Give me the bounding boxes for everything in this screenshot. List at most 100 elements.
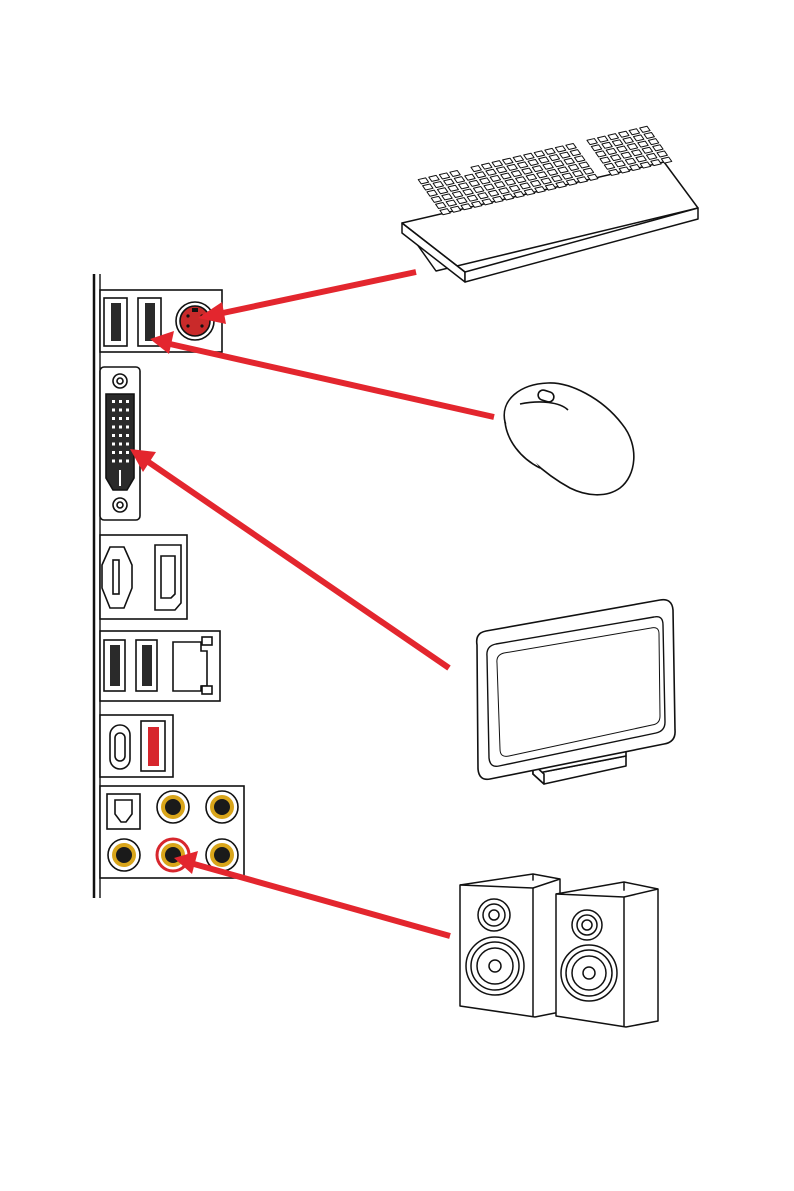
displayport-port	[155, 545, 181, 610]
keyboard-key	[648, 139, 658, 145]
io-panel	[94, 274, 244, 898]
keyboard-key	[552, 176, 562, 182]
keyboard-key	[615, 161, 625, 167]
keyboard-key	[482, 163, 492, 169]
keyboard-key	[579, 162, 589, 168]
keyboard-key	[534, 151, 544, 157]
keyboard-key	[442, 194, 452, 200]
keyboard-key	[444, 179, 454, 185]
keyboard-key	[623, 137, 633, 143]
keyboard-key	[640, 126, 650, 132]
keyboard-key	[436, 203, 446, 209]
dvi-pin	[119, 409, 122, 412]
keyboard-key	[423, 184, 433, 190]
keyboard-key	[439, 173, 449, 179]
dvi-pin	[126, 443, 129, 446]
keyboard-key	[526, 174, 536, 180]
keyboard-key	[553, 161, 563, 167]
usb-lan-group	[100, 631, 220, 701]
keyboard-key	[562, 173, 572, 179]
usb-a-red-port	[141, 721, 165, 771]
dvi-pin	[126, 434, 129, 437]
keyboard-key	[627, 144, 637, 150]
dvi-pin	[119, 460, 122, 463]
dvi-pin	[112, 460, 115, 463]
dvi-pin	[126, 400, 129, 403]
keyboard-key	[629, 129, 639, 135]
keyboard-key	[575, 156, 585, 162]
video-group	[100, 535, 187, 619]
keyboard-key	[467, 195, 477, 201]
keyboard-key	[492, 161, 502, 167]
keyboard-key	[591, 145, 601, 151]
ps2-port	[176, 302, 214, 340]
keyboard-key	[636, 156, 646, 162]
keyboard-key	[532, 166, 542, 172]
keyboard-key	[638, 141, 648, 147]
keyboard-key	[488, 190, 498, 196]
dvi-pin	[112, 451, 115, 454]
keyboard-key	[457, 198, 467, 204]
keyboard-key	[478, 193, 488, 199]
keyboard-key	[600, 157, 610, 163]
keyboard-key	[431, 196, 441, 202]
keyboard-key	[437, 188, 447, 194]
keyboard-key	[473, 187, 483, 193]
speakers-icon	[460, 874, 658, 1027]
keyboard-key	[507, 164, 517, 170]
dvi-pin	[112, 426, 115, 429]
keyboard-key	[429, 175, 439, 181]
keyboard-key	[608, 134, 618, 140]
keyboard-key	[516, 177, 526, 183]
optical-spdif-port	[107, 794, 140, 829]
keyboard-key	[602, 142, 612, 148]
keyboard-key	[459, 183, 469, 189]
keyboard-key	[454, 177, 464, 183]
keyboard-key	[496, 167, 506, 173]
keyboard-key	[604, 163, 614, 169]
keyboard-key	[545, 148, 555, 154]
dvi-group	[100, 367, 140, 520]
keyboard-key	[427, 190, 437, 196]
dvi-pin	[126, 417, 129, 420]
keyboard-key	[433, 182, 443, 188]
keyboard-key	[486, 169, 496, 175]
keyboard-key	[446, 200, 456, 206]
keyboard-key	[537, 172, 547, 178]
keyboard-key	[598, 136, 608, 142]
keyboard-key	[465, 174, 475, 180]
keyboard-key	[547, 169, 557, 175]
keyboard-key	[511, 171, 521, 177]
keyboard-key	[490, 175, 500, 181]
keyboard-key	[570, 150, 580, 156]
keyboard-key	[573, 171, 583, 177]
dvi-pin	[126, 460, 129, 463]
dvi-pin	[112, 434, 115, 437]
dvi-pin	[126, 451, 129, 454]
keyboard-key	[469, 180, 479, 186]
usb-a-port	[136, 640, 157, 691]
monitor-icon	[477, 600, 675, 784]
lan-port	[173, 637, 212, 694]
dvi-pin	[119, 426, 122, 429]
keyboard-key	[539, 157, 549, 163]
dvi-pin	[112, 409, 115, 412]
dvi-pin	[126, 426, 129, 429]
keyboard-key	[495, 182, 505, 188]
keyboard-key	[520, 183, 530, 189]
keyboard-key	[530, 180, 540, 186]
keyboard-key	[587, 139, 597, 145]
keyboard-key	[611, 155, 621, 161]
dvi-pin	[119, 451, 122, 454]
dvi-pin	[112, 400, 115, 403]
dvi-pin	[112, 443, 115, 446]
dvi-pin	[119, 400, 122, 403]
dvi-pin	[119, 434, 122, 437]
keyboard-key	[499, 188, 509, 194]
audio-jack	[206, 791, 238, 823]
keyboard-key	[633, 135, 643, 141]
keyboard-key	[522, 168, 532, 174]
mouse-icon	[504, 383, 634, 495]
keyboard-key	[596, 151, 606, 157]
